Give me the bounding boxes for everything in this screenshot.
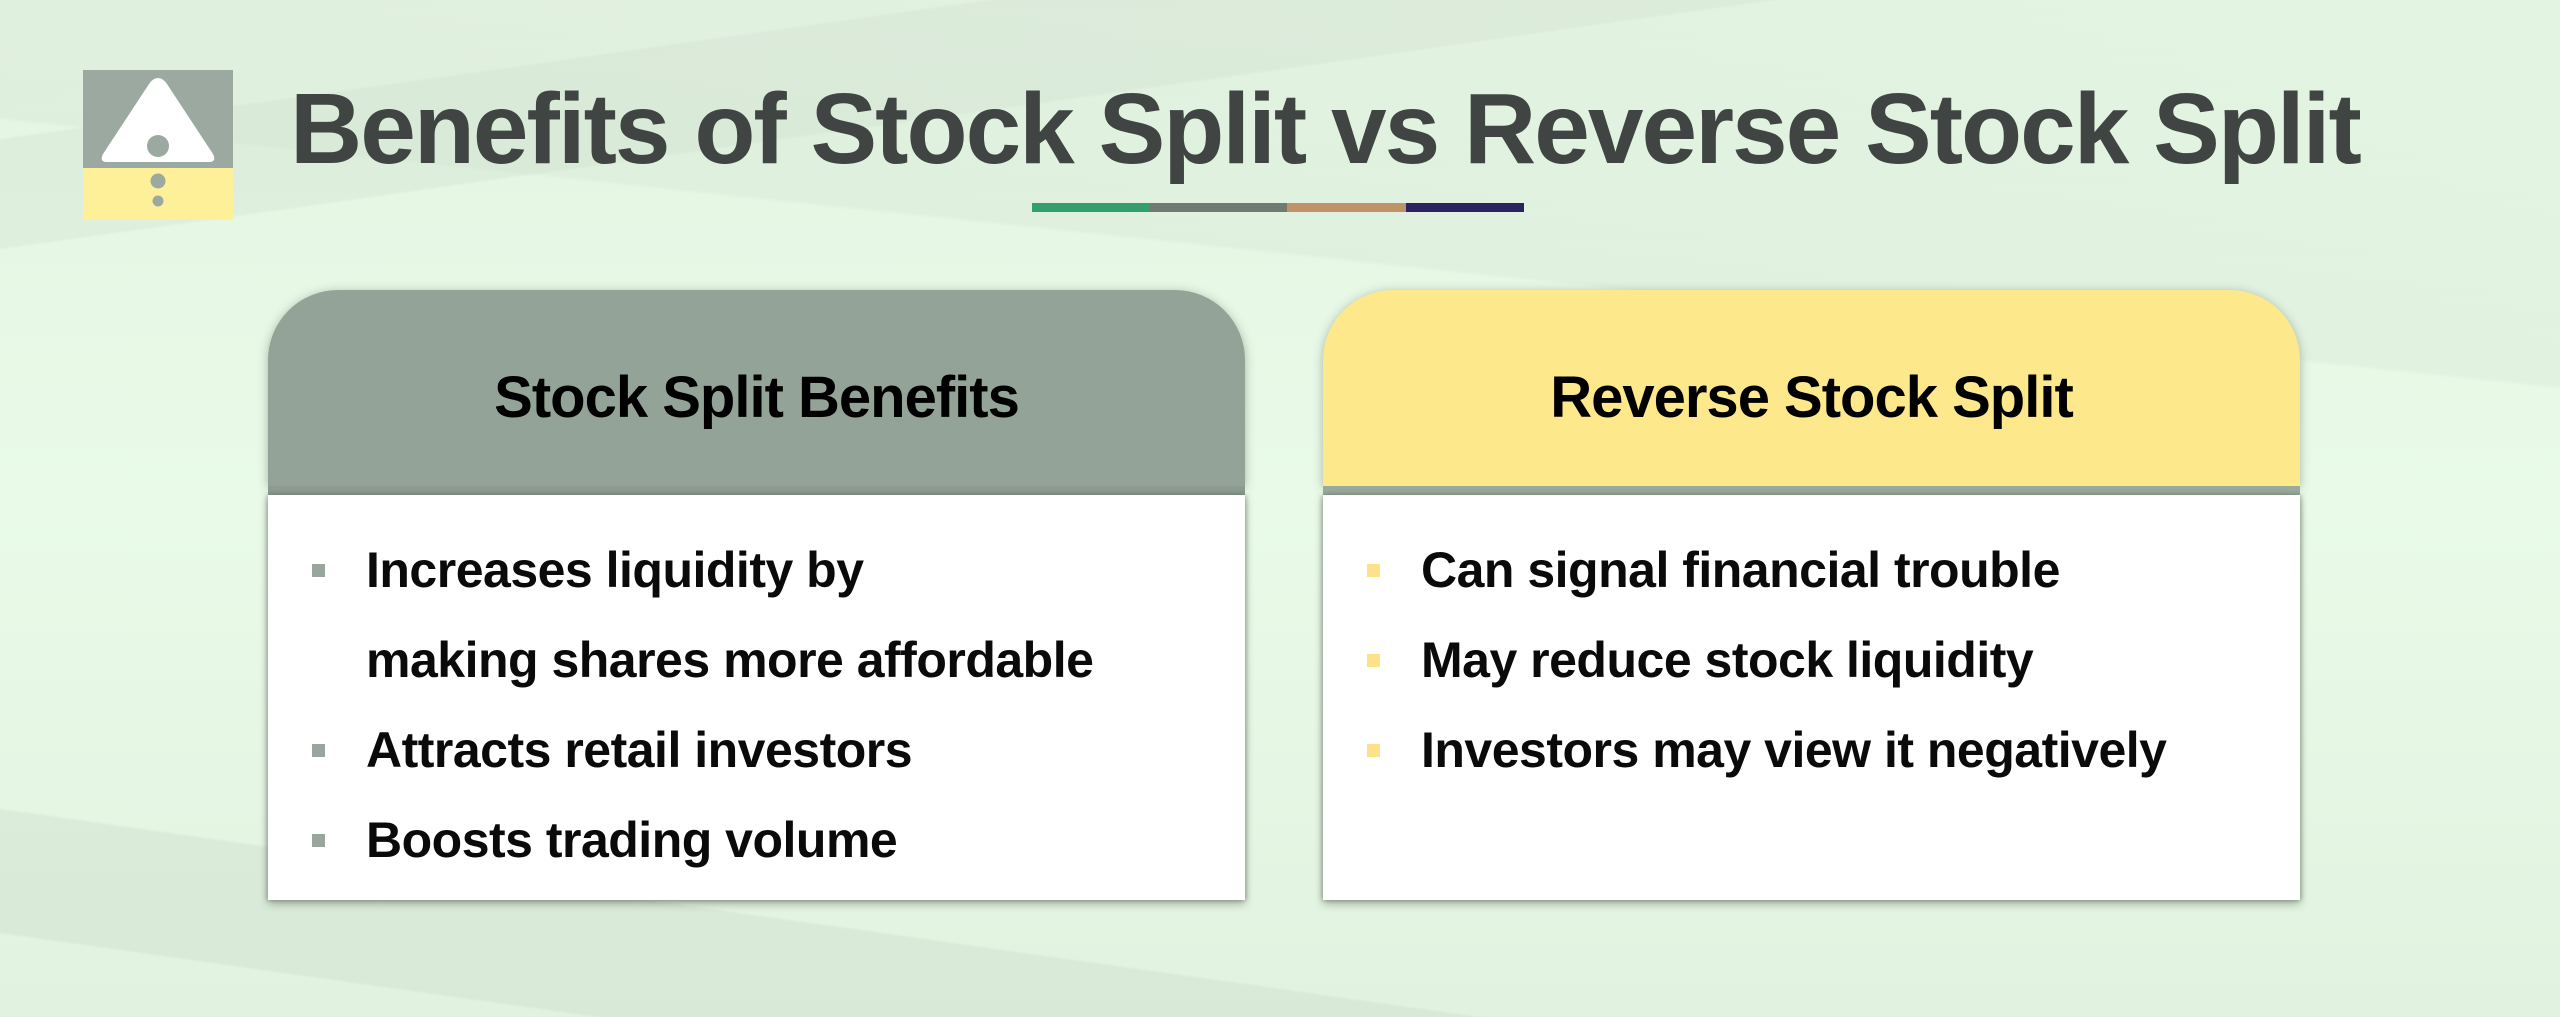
slide-logo	[83, 70, 233, 220]
list-item: Attracts retail investors	[268, 705, 1245, 795]
list-item-text: Increases liquidity by	[366, 542, 864, 598]
underline-segment-grey	[1149, 203, 1287, 212]
card-title: Reverse Stock Split	[1550, 364, 2074, 430]
underline-segment-navy	[1406, 203, 1524, 212]
underline-segment-tan	[1287, 203, 1406, 212]
list-item: Investors may view it negatively	[1323, 705, 2300, 795]
list-item-text: Boosts trading volume	[366, 812, 898, 868]
square-bullet-icon	[312, 834, 325, 847]
reverse-stock-split-card: Reverse Stock Split Can signal financial…	[1323, 290, 2300, 908]
card-header: Reverse Stock Split	[1323, 290, 2300, 486]
list-item: Increases liquidity by	[268, 525, 1245, 615]
card-divider	[268, 486, 1245, 495]
card-header: Stock Split Benefits	[268, 290, 1245, 486]
card-body: Can signal financial trouble May reduce …	[1323, 495, 2300, 900]
bullet-list: Can signal financial trouble May reduce …	[1323, 495, 2300, 795]
square-bullet-icon	[1367, 744, 1380, 757]
bullet-list: Increases liquidity by making shares mor…	[268, 495, 1245, 885]
list-item-text: Investors may view it negatively	[1421, 722, 2167, 778]
warning-triangle-icon	[101, 78, 215, 207]
square-bullet-icon	[312, 564, 325, 577]
list-item-continuation: making shares more affordable	[268, 615, 1245, 705]
list-item-text: May reduce stock liquidity	[1421, 632, 2034, 688]
stock-split-benefits-card: Stock Split Benefits Increases liquidity…	[268, 290, 1245, 908]
list-item: May reduce stock liquidity	[1323, 615, 2300, 705]
underline-segment-green	[1032, 203, 1149, 212]
list-item-text: making shares more affordable	[366, 632, 1094, 688]
list-item-text: Can signal financial trouble	[1421, 542, 2060, 598]
list-item: Can signal financial trouble	[1323, 525, 2300, 615]
card-body: Increases liquidity by making shares mor…	[268, 495, 1245, 900]
page-title: Benefits of Stock Split vs Reverse Stock…	[290, 73, 2362, 185]
square-bullet-icon	[312, 744, 325, 757]
list-item: Boosts trading volume	[268, 795, 1245, 885]
title-underline	[1032, 203, 1524, 212]
card-title: Stock Split Benefits	[494, 364, 1020, 430]
square-bullet-icon	[1367, 654, 1380, 667]
card-divider	[1323, 486, 2300, 495]
square-bullet-icon	[1367, 564, 1380, 577]
list-item-text: Attracts retail investors	[366, 722, 913, 778]
